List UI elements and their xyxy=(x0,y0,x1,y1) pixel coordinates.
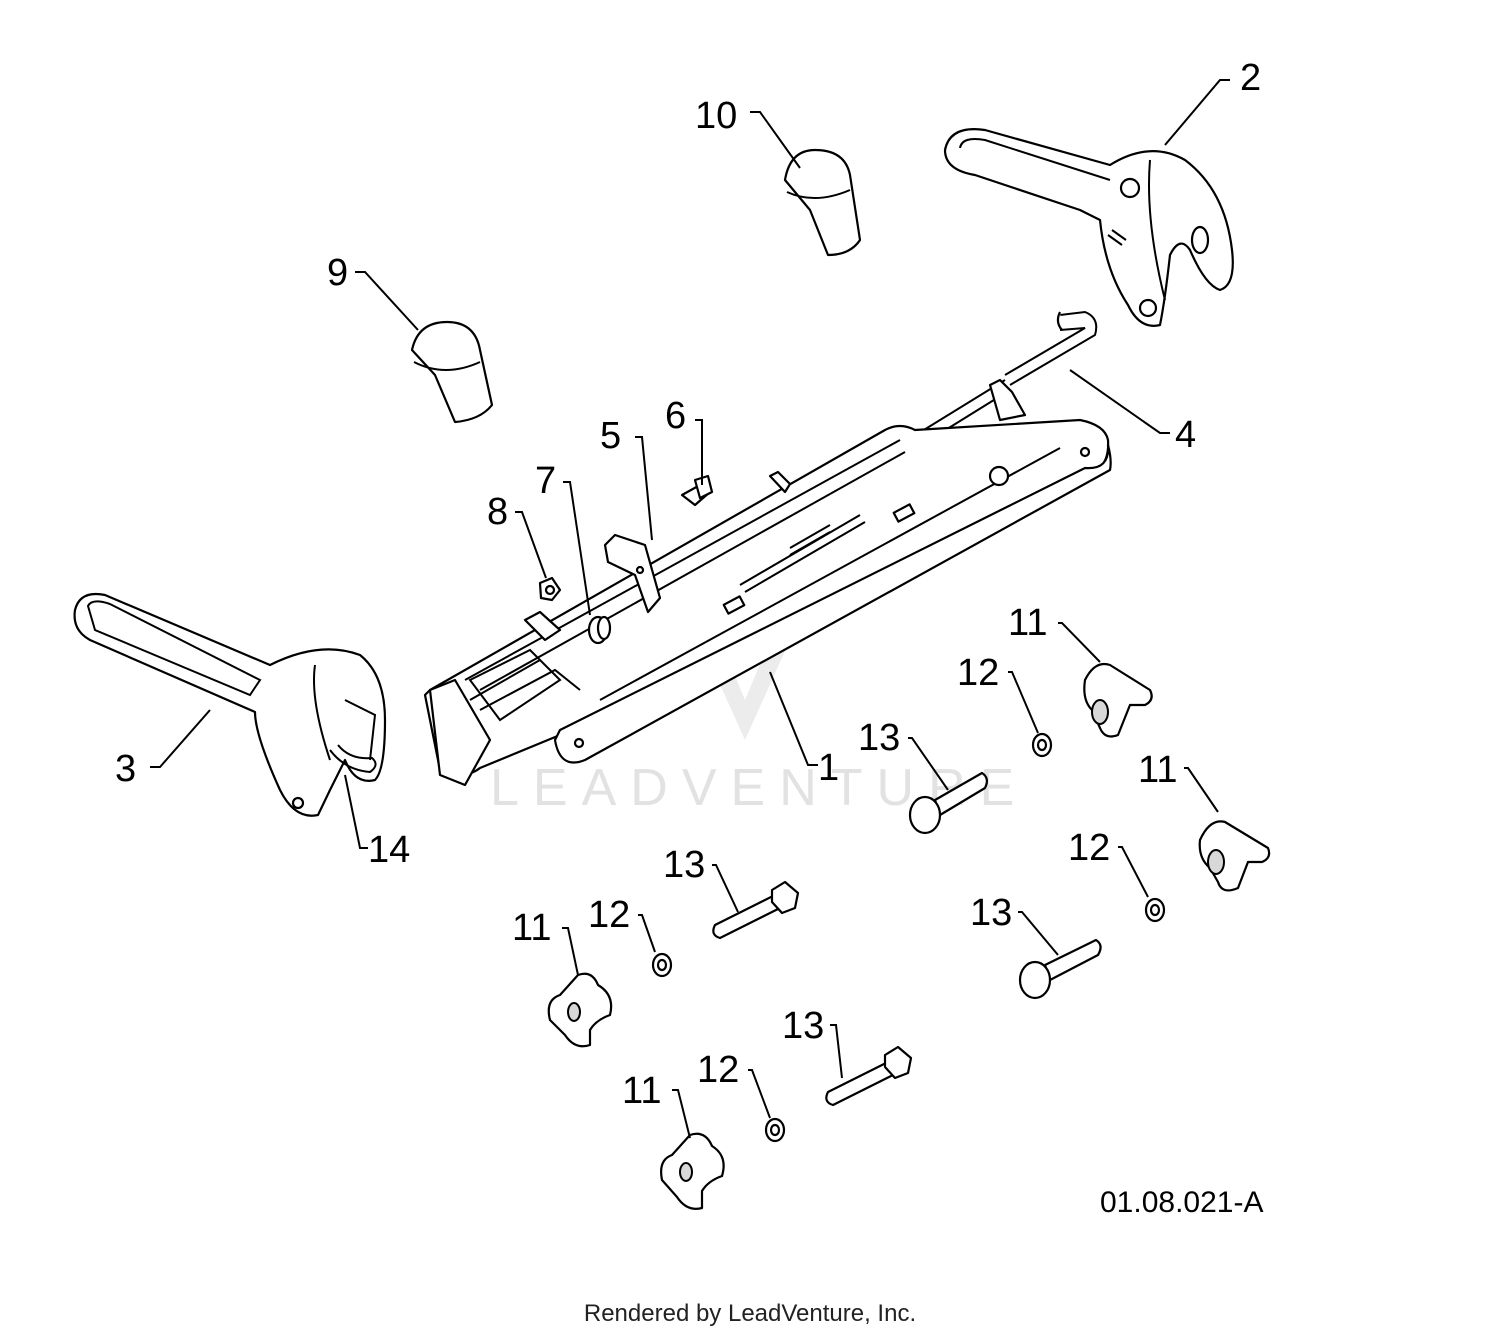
seat-slide-rail[interactable] xyxy=(423,378,1112,787)
callout-12: 12 xyxy=(697,1049,739,1091)
washer-12-a[interactable] xyxy=(1031,732,1053,758)
callout-12: 12 xyxy=(1068,827,1110,869)
latch-bracket[interactable] xyxy=(603,533,662,614)
callout-12: 12 xyxy=(588,894,630,936)
hex-bolt-13-c[interactable] xyxy=(712,880,800,940)
callout-13: 13 xyxy=(970,892,1012,934)
armrest-left[interactable] xyxy=(73,592,387,817)
callout-5: 5 xyxy=(600,415,621,457)
callout-11: 11 xyxy=(622,1070,661,1112)
diagram-part-number: 01.08.021-A xyxy=(1100,1186,1263,1219)
hex-bolt-13-d[interactable] xyxy=(825,1045,913,1107)
callout-10: 10 xyxy=(695,95,737,137)
footer-credit: Rendered by LeadVenture, Inc. xyxy=(583,1300,917,1327)
washer-12-c[interactable] xyxy=(651,952,673,978)
callout-9: 9 xyxy=(327,252,348,294)
leader-lines xyxy=(150,79,1230,1139)
washer-12-b[interactable] xyxy=(1144,897,1166,923)
callout-13: 13 xyxy=(782,1005,824,1047)
callout-2: 2 xyxy=(1240,57,1261,99)
hairpin-14[interactable] xyxy=(329,744,377,774)
lever-knob-9[interactable] xyxy=(410,320,494,424)
washer-12-d[interactable] xyxy=(764,1117,786,1143)
bolt-6[interactable] xyxy=(680,474,714,507)
callout-4: 4 xyxy=(1175,414,1196,456)
carriage-bolt-13-b[interactable] xyxy=(1018,938,1102,1000)
callout-11: 11 xyxy=(1138,749,1177,791)
callout-14: 14 xyxy=(368,829,410,871)
nut-8[interactable] xyxy=(538,576,562,602)
knob-11-a[interactable] xyxy=(1083,662,1153,738)
lever-knob-10[interactable] xyxy=(783,148,862,257)
callout-1: 1 xyxy=(818,747,839,789)
callout-13: 13 xyxy=(663,844,705,886)
callout-3: 3 xyxy=(115,748,136,790)
callout-7: 7 xyxy=(535,460,556,502)
armrest-right[interactable] xyxy=(943,128,1234,327)
carriage-bolt-13-a[interactable] xyxy=(908,771,989,835)
knob-11-d[interactable] xyxy=(660,1132,725,1210)
knob-11-c[interactable] xyxy=(547,972,613,1048)
callout-12: 12 xyxy=(957,652,999,694)
callout-11: 11 xyxy=(512,907,551,949)
knob-11-b[interactable] xyxy=(1198,820,1271,892)
callout-labels: 10 2 9 4 6 5 7 8 11 12 13 3 1 14 11 12 1… xyxy=(115,57,1263,1219)
callout-6: 6 xyxy=(665,395,686,437)
bushing-7[interactable] xyxy=(587,615,612,645)
callout-8: 8 xyxy=(487,491,508,533)
callout-13: 13 xyxy=(858,717,900,759)
callout-11: 11 xyxy=(1008,602,1047,644)
